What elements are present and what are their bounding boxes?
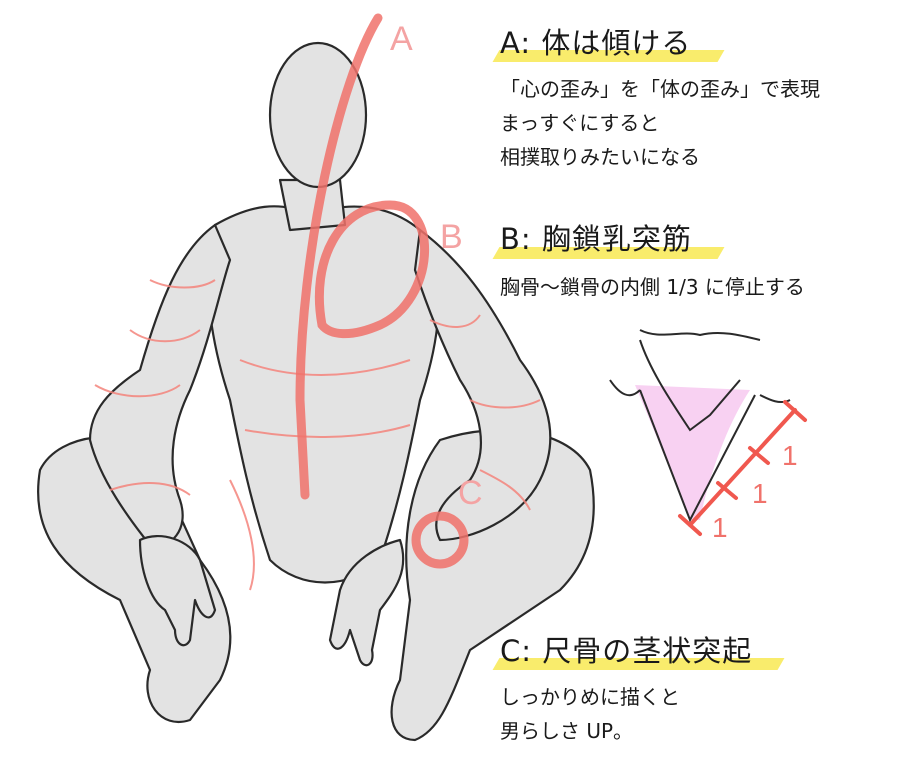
right-hand [328, 538, 405, 667]
ratio-label: 1 [752, 478, 768, 509]
tilt-line-a [295, 13, 383, 500]
text-line: 「心の歪み」を「体の歪み」で表現 [500, 77, 820, 101]
right-arm [413, 228, 552, 542]
section-c-body: しっかりめに描くと 男らしさ UP。 [500, 680, 680, 748]
ratio-label: 1 [712, 512, 728, 543]
section-c-title: C: 尺骨の茎状突起 [500, 634, 753, 668]
marker-b: B [440, 218, 463, 256]
section-b-title: B: 胸鎖乳突筋 [500, 222, 692, 256]
text-line: 胸骨～鎖骨の内側 1/3 に停止する [500, 275, 805, 299]
text-line: まっすぐにすると [500, 111, 660, 135]
text-line: 男らしさ UP。 [500, 719, 634, 743]
section-a-title: A: 体は傾ける [500, 26, 692, 60]
text-line: しっかりめに描くと [500, 685, 680, 709]
scm-loop-b [314, 200, 430, 339]
section-b-body: 胸骨～鎖骨の内側 1/3 に停止する [500, 270, 805, 304]
text-line: 相撲取りみたいになる [500, 145, 700, 169]
form-lines [94, 279, 541, 591]
marker-c: C [458, 474, 483, 512]
ratio-label: 1 [782, 440, 798, 471]
left-hand [138, 535, 217, 647]
ulna-circle-c [411, 511, 469, 569]
neck-inset [609, 329, 807, 536]
marker-a: A [390, 20, 413, 58]
section-a-body: 「心の歪み」を「体の歪み」で表現 まっすぐにすると 相撲取りみたいになる [500, 72, 820, 174]
